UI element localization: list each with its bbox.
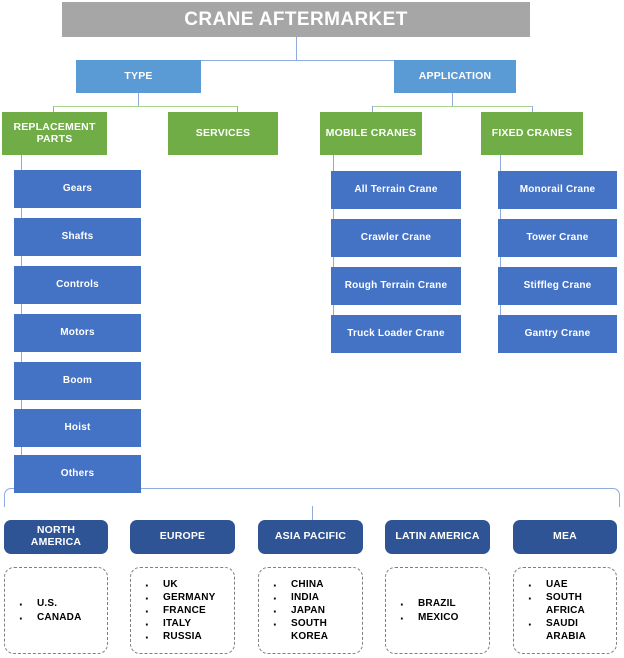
connector-title-down xyxy=(296,36,298,60)
connector-type-down xyxy=(138,92,140,107)
country-item: GERMANY xyxy=(145,590,216,607)
country-item: JAPAN xyxy=(273,603,328,620)
connector-type-bar xyxy=(53,106,238,108)
country-box-latin-america: BRAZILMEXICO xyxy=(385,567,490,654)
connector-application-down xyxy=(452,92,454,107)
country-box-europe: UKGERMANYFRANCEITALYRUSSIA xyxy=(130,567,235,654)
connector-level1-bar xyxy=(143,60,439,62)
leaf-gears[interactable]: Gears xyxy=(14,170,141,208)
leaf-motors[interactable]: Motors xyxy=(14,314,141,352)
region-header-mea[interactable]: MEA xyxy=(513,520,617,554)
leaf-tower-crane[interactable]: Tower Crane xyxy=(498,219,617,257)
country-list-asia-pacific: CHINAINDIAJAPANSOUTH KOREA xyxy=(259,577,328,644)
country-item: SAUDI ARABIA xyxy=(528,616,586,643)
leaf-shafts[interactable]: Shafts xyxy=(14,218,141,256)
country-item: CHINA xyxy=(273,577,328,594)
leaf-gantry-crane[interactable]: Gantry Crane xyxy=(498,315,617,353)
country-item: SOUTH KOREA xyxy=(273,616,328,643)
leaf-rough-terrain-crane[interactable]: Rough Terrain Crane xyxy=(331,267,461,305)
region-header-north-america[interactable]: NORTH AMERICA xyxy=(4,520,108,554)
country-box-asia-pacific: CHINAINDIAJAPANSOUTH KOREA xyxy=(258,567,363,654)
node-application[interactable]: APPLICATION xyxy=(394,60,516,93)
leaf-monorail-crane[interactable]: Monorail Crane xyxy=(498,171,617,209)
node-replacement-parts[interactable]: REPLACEMENT PARTS xyxy=(2,112,107,155)
leaf-crawler-crane[interactable]: Crawler Crane xyxy=(331,219,461,257)
country-list-latin-america: BRAZILMEXICO xyxy=(386,596,459,627)
country-item: BRAZIL xyxy=(400,596,459,613)
connector-application-bar xyxy=(372,106,533,108)
country-item: CANADA xyxy=(19,609,82,626)
country-item: UK xyxy=(145,577,216,594)
region-header-latin-america[interactable]: LATIN AMERICA xyxy=(385,520,490,554)
country-item: UAE xyxy=(528,577,586,594)
country-item: U.S. xyxy=(19,596,82,613)
leaf-truck-loader-crane[interactable]: Truck Loader Crane xyxy=(331,315,461,353)
country-item: FRANCE xyxy=(145,603,216,620)
region-header-europe[interactable]: EUROPE xyxy=(130,520,235,554)
chart-title: CRANE AFTERMARKET xyxy=(62,2,530,37)
leaf-stiffleg-crane[interactable]: Stiffleg Crane xyxy=(498,267,617,305)
connector-region-bracket xyxy=(4,488,620,507)
country-list-europe: UKGERMANYFRANCEITALYRUSSIA xyxy=(131,577,216,647)
node-fixed-cranes[interactable]: FIXED CRANES xyxy=(481,112,583,155)
node-mobile-cranes[interactable]: MOBILE CRANES xyxy=(320,112,422,155)
country-list-north-america: U.S.CANADA xyxy=(5,596,82,627)
country-box-north-america: U.S.CANADA xyxy=(4,567,108,654)
leaf-boom[interactable]: Boom xyxy=(14,362,141,400)
region-header-asia-pacific[interactable]: ASIA PACIFIC xyxy=(258,520,363,554)
country-list-mea: UAESOUTH AFRICASAUDI ARABIA xyxy=(514,577,586,644)
node-services[interactable]: SERVICES xyxy=(168,112,278,155)
connector-region-drop xyxy=(312,506,314,520)
country-item: MEXICO xyxy=(400,609,459,626)
country-item: ITALY xyxy=(145,616,216,633)
leaf-controls[interactable]: Controls xyxy=(14,266,141,304)
country-item: RUSSIA xyxy=(145,629,216,646)
node-type[interactable]: TYPE xyxy=(76,60,201,93)
country-item: SOUTH AFRICA xyxy=(528,590,586,617)
country-box-mea: UAESOUTH AFRICASAUDI ARABIA xyxy=(513,567,617,654)
leaf-all-terrain-crane[interactable]: All Terrain Crane xyxy=(331,171,461,209)
country-item: INDIA xyxy=(273,590,328,607)
leaf-hoist[interactable]: Hoist xyxy=(14,409,141,447)
leaf-others[interactable]: Others xyxy=(14,455,141,493)
